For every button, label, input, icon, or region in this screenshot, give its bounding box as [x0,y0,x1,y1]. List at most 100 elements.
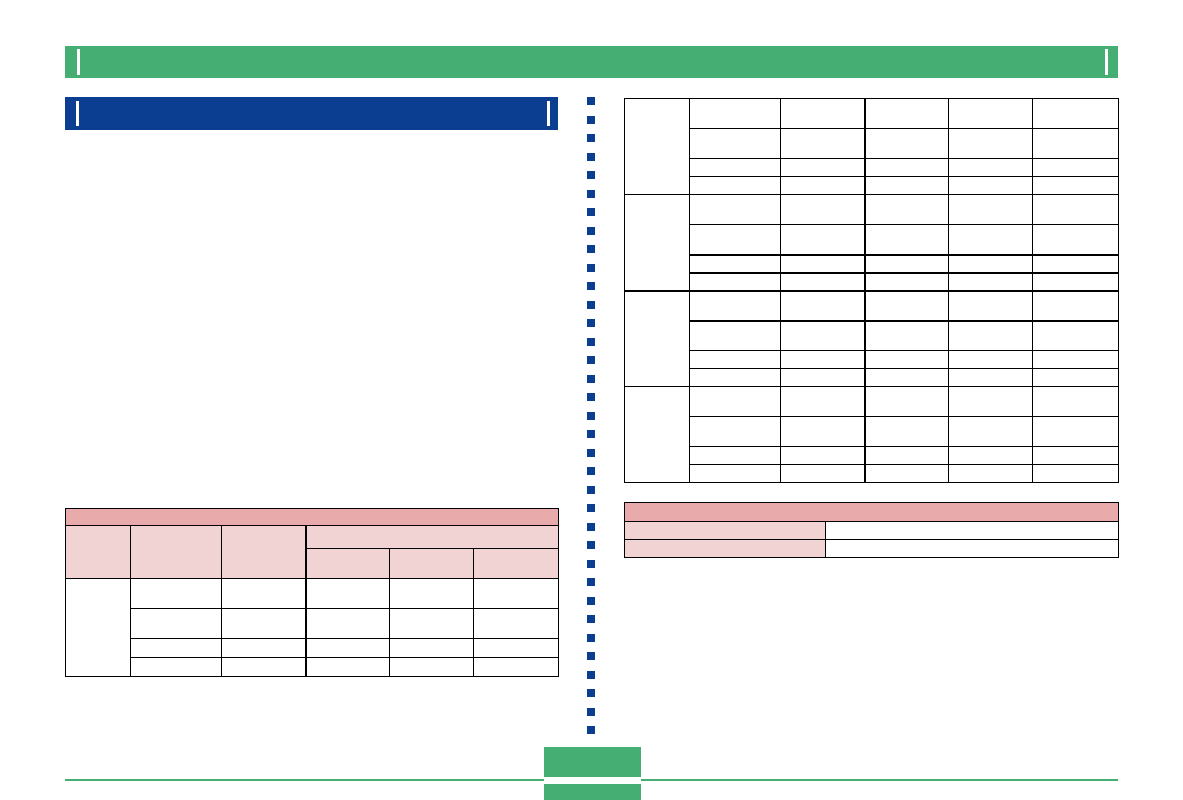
table-cell [948,446,1033,465]
table-cell [863,253,949,273]
section-heading-bar [65,97,558,130]
table-cell [948,289,1033,321]
table-row [624,194,1119,291]
table-cell [1032,446,1119,465]
table-row [625,368,1119,387]
table-row [625,224,1119,255]
header-bar [65,46,1118,78]
table-row [625,176,1119,195]
table-cell [948,386,1033,417]
section-bar-notch-left [76,101,79,126]
table-header-cell [304,525,560,549]
divider-dash [587,726,595,734]
table-cell [689,98,781,129]
table-cell [863,350,949,369]
table-cell [948,128,1033,159]
table-header-cell [304,548,390,579]
table-cell [472,657,560,677]
table-cell [1032,253,1119,273]
divider-dash [587,171,595,179]
table-cell [1032,98,1119,129]
divider-dash [587,227,595,235]
table-cell [1032,224,1119,255]
table-cell [1032,368,1119,387]
table-cell [221,608,306,639]
table-cell [948,416,1033,447]
table-cell [689,386,781,417]
table-cell [948,368,1033,387]
footer-line-right [641,779,1118,781]
header-bar-notch-right [1105,49,1108,75]
table-cell [304,578,390,609]
divider-dash [587,134,595,142]
table-header-cell [64,508,560,526]
divider-dash [587,449,595,457]
table-cell [863,128,949,159]
table-cell [689,446,781,465]
table-cell [863,289,949,321]
divider-dash [587,634,595,642]
divider-dash [587,338,595,346]
table-header-cell [624,521,826,540]
table-cell [780,176,865,195]
table-cell [689,289,781,321]
table-cell [948,158,1033,177]
table-cell [948,253,1033,273]
table-cell [948,350,1033,369]
table-cell [780,158,865,177]
table-row [625,271,1119,291]
table-header-cell [389,548,474,579]
table-cell [780,446,865,465]
header-bar-notch-left [77,49,80,75]
table-cell [689,253,781,273]
table-cell [689,368,781,387]
table-cell [1032,176,1119,195]
table-row [625,128,1119,159]
divider-dash [587,430,595,438]
divider-dash [587,504,595,512]
table-header-cell [472,548,560,579]
table-cell [780,224,865,255]
divider-dash [587,597,595,605]
divider-dash [587,319,595,327]
table-cell [863,194,949,225]
table-cell [1032,271,1119,291]
divider-dash [587,190,595,198]
table-cell [948,194,1033,225]
table-cell [472,638,560,658]
table-cell [780,464,865,483]
left-table [64,508,560,677]
table-cell [948,271,1033,291]
table-row [624,98,1119,195]
divider-dash [587,245,595,253]
table-header-cell [221,525,306,579]
table-cell [689,464,781,483]
table-row [625,416,1119,447]
divider-dash [587,301,595,309]
table-cell [863,158,949,177]
table-cell [780,289,865,321]
divider-dash [587,486,595,494]
table-cell [780,194,865,225]
table-cell [130,638,222,658]
table-cell [389,657,474,677]
table-cell [389,638,474,658]
table-row [625,350,1119,369]
divider-dash [587,467,595,475]
table-group-cell [624,289,690,387]
table-row [66,657,560,677]
table-row [624,521,1119,540]
divider-dash [587,578,595,586]
table-cell [389,578,474,609]
table-cell [689,128,781,159]
table-cell [780,253,865,273]
table-cell [1032,158,1119,177]
right-table [624,98,1119,483]
table-cell [1032,386,1119,417]
divider-dash [587,282,595,290]
table-cell [825,539,1119,558]
table-header-cell [130,525,222,579]
table-row [65,578,560,677]
table-cell [780,350,865,369]
table-row [624,386,1119,483]
